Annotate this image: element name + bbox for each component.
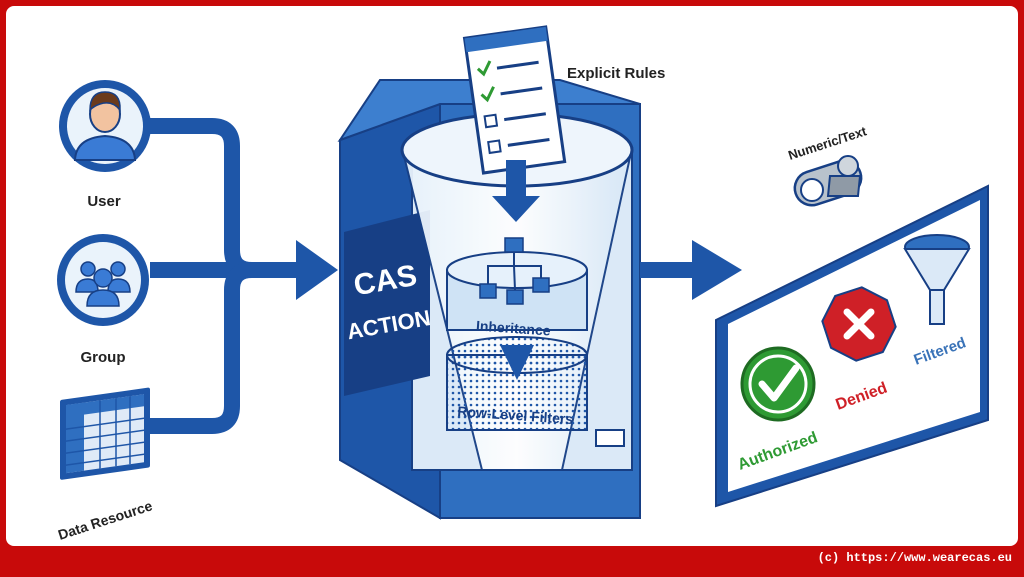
input-arrow-head: [296, 240, 338, 300]
checklist-icon: [462, 25, 567, 175]
data-grid-icon: [60, 387, 150, 480]
explicit-rules-label: Explicit Rules: [567, 65, 665, 82]
engine-label-panel: [344, 210, 430, 396]
cas-action-engine: CAS ACTION Inheritance Row-Level Filters: [337, 79, 641, 520]
user-label: User: [87, 193, 121, 210]
checkmark-icon: [758, 364, 800, 402]
authorized-circle: [740, 346, 816, 422]
rules-down-arrow: [492, 160, 540, 222]
connector-data-resource: [150, 262, 300, 434]
footer-bar: (c) https://www.wearecas.eu: [0, 546, 1024, 572]
results-panel: Authorized Denied Filtered: [715, 184, 989, 508]
input-connectors: [150, 118, 300, 434]
hierarchy-icon: [479, 237, 550, 305]
x-mark-icon: [843, 308, 875, 340]
group-icon: [75, 261, 131, 307]
output-arrow-head: [692, 240, 742, 300]
engine-indicator-slot: [595, 429, 625, 447]
group-node: Group: [57, 234, 149, 366]
engine-top-face: [337, 79, 641, 142]
output-arrow-shaft: [640, 262, 696, 278]
explicit-rules-node: Explicit Rules: [462, 25, 665, 222]
copyright-text: (c) https://www.wearecas.eu: [817, 551, 1012, 565]
filter-arrow-icon: [500, 345, 534, 380]
group-label: Group: [81, 349, 126, 366]
user-avatar-icon: [73, 91, 137, 161]
user-node: User: [59, 80, 151, 210]
funnel-filter-icon: [903, 234, 971, 325]
inheritance-cylinder-top: [446, 251, 588, 289]
inheritance-label: Inheritance: [476, 317, 552, 338]
toggle-switch-icon: [793, 155, 863, 207]
authorized-ring: [748, 354, 808, 414]
output-connector: [640, 240, 742, 300]
